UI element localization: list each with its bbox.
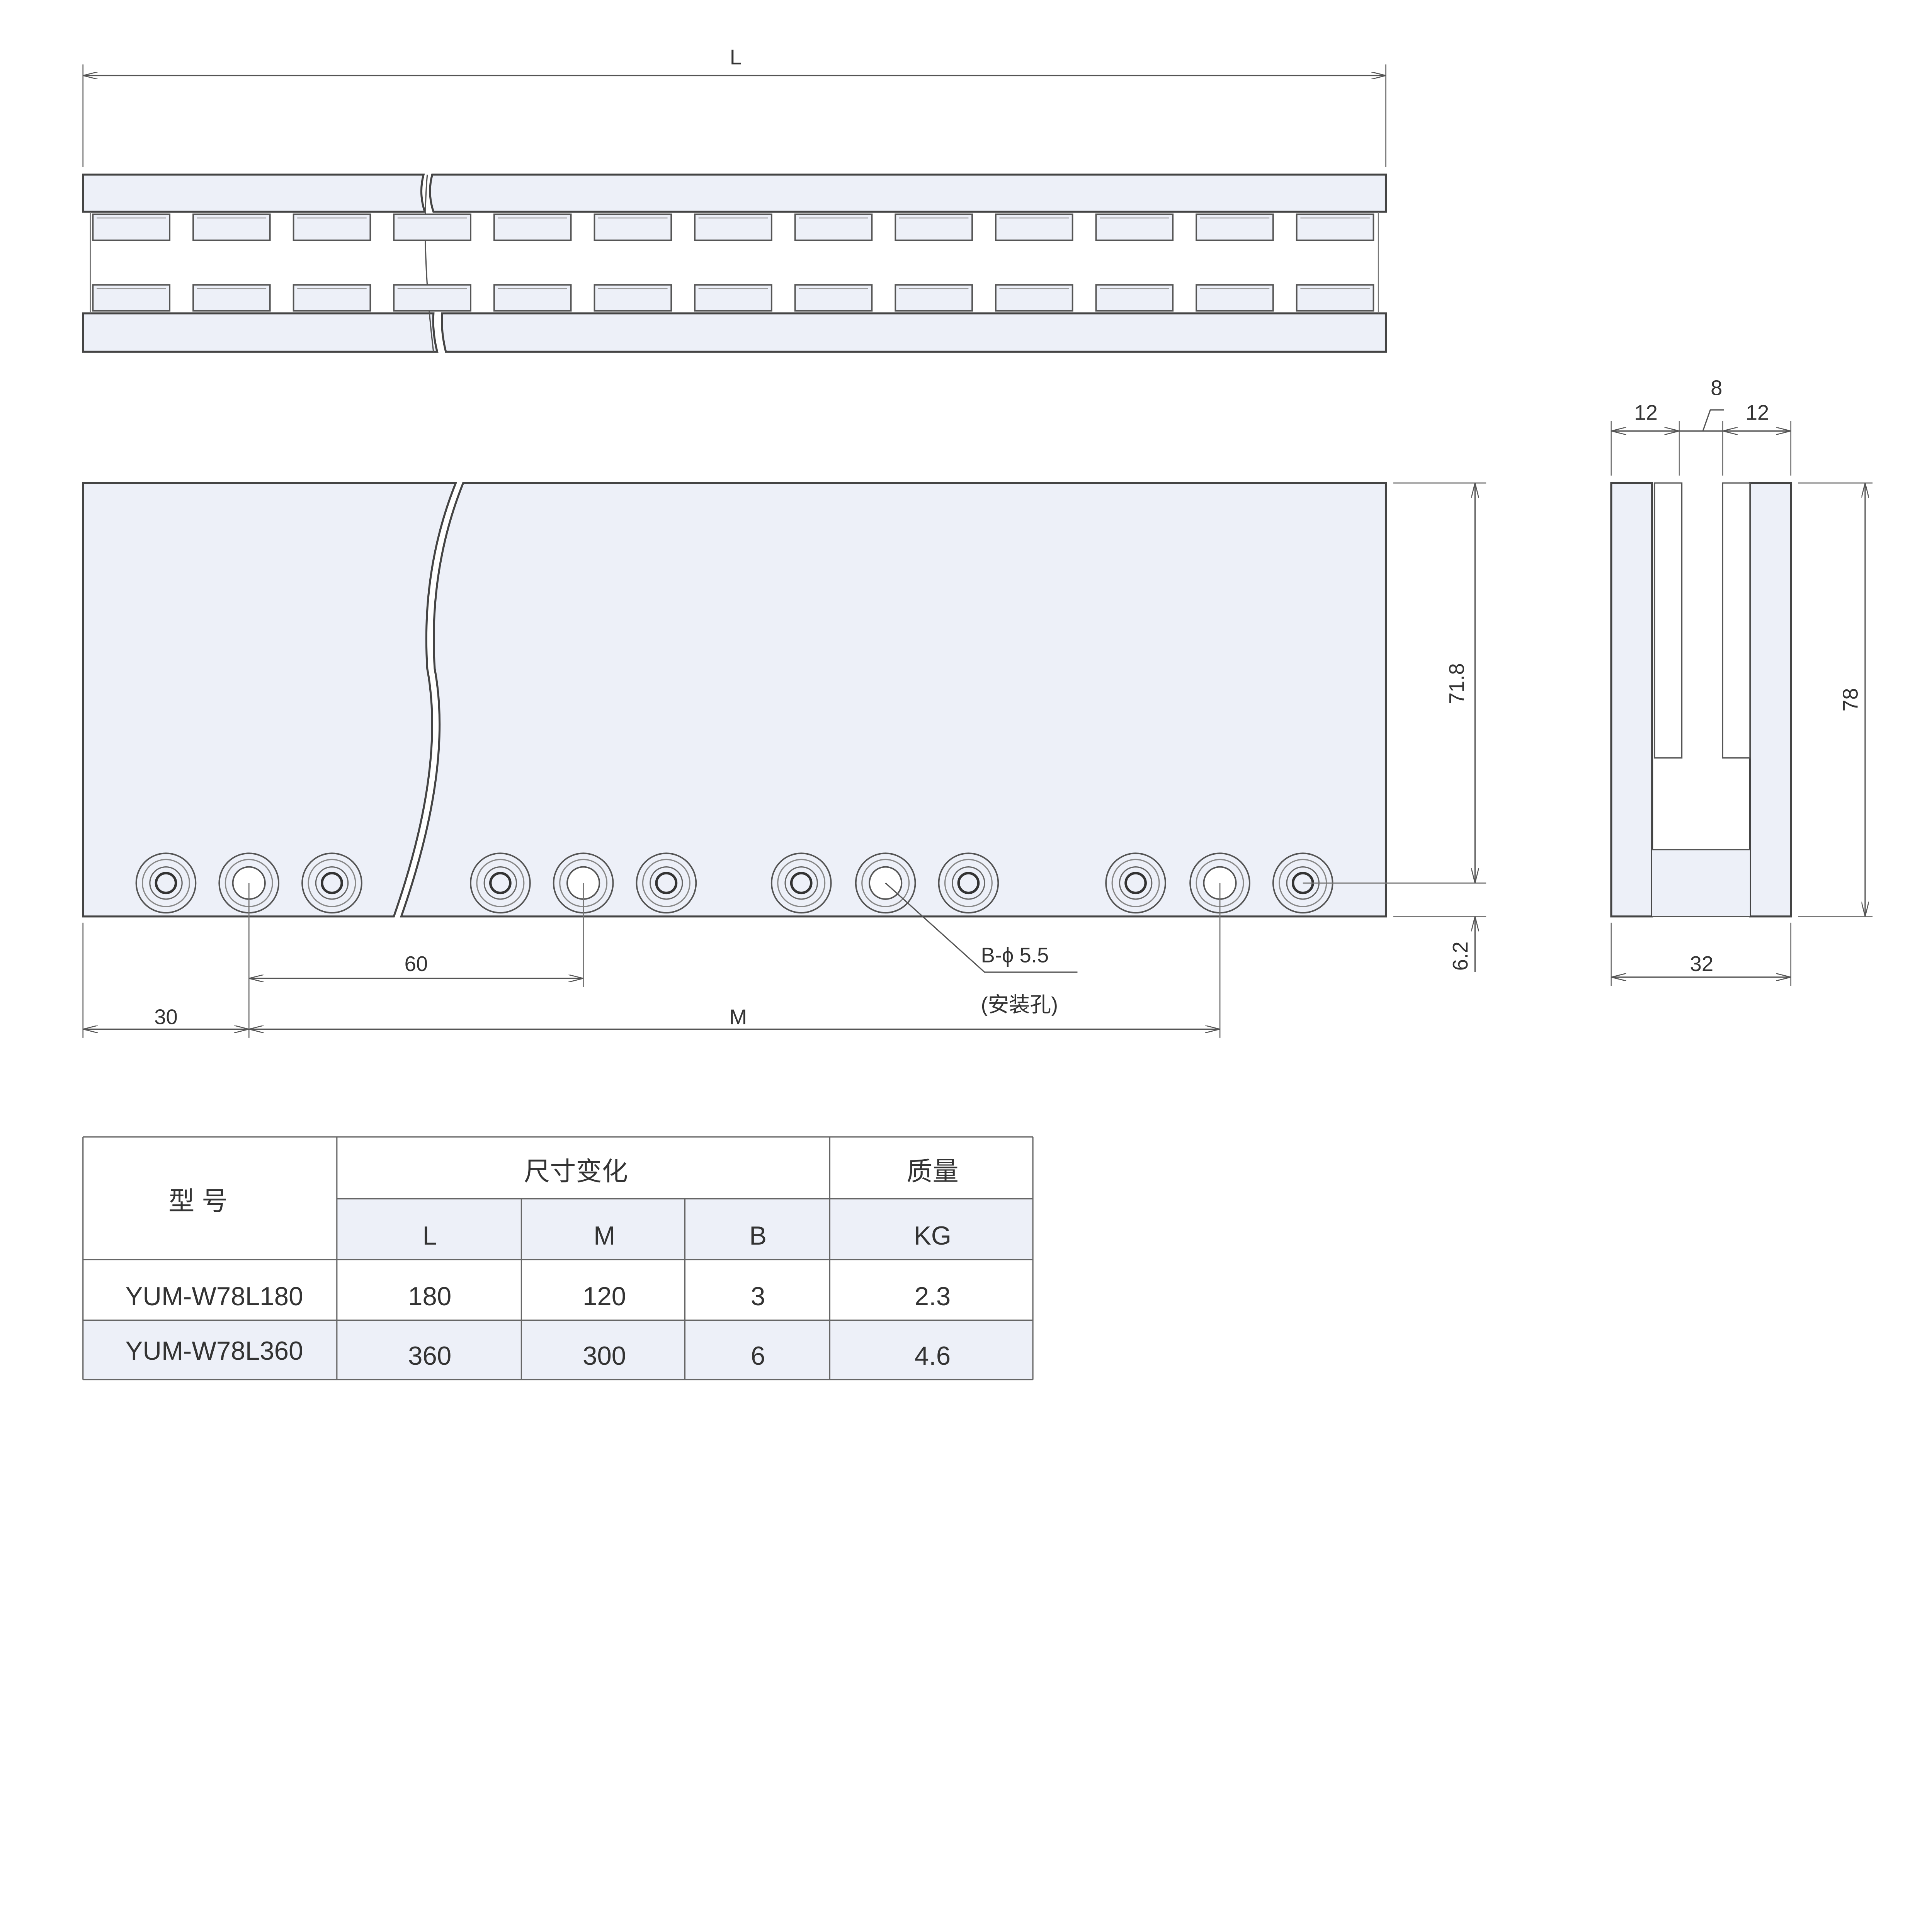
- roller-slot: [1095, 213, 1174, 241]
- roller-slot: [594, 213, 672, 241]
- dim-offset-30: 30: [154, 1005, 178, 1029]
- row-L: 180: [408, 1282, 451, 1311]
- dim-height-71-8: 71.8: [1445, 663, 1468, 704]
- roller-slot: [293, 284, 371, 312]
- roller-slot: [895, 284, 973, 312]
- roller-slot: [493, 213, 572, 241]
- dim-pitch-60: 60: [405, 952, 428, 976]
- body-left: [82, 482, 457, 918]
- roller-slot: [694, 284, 772, 312]
- roller-slot: [1196, 284, 1274, 312]
- roller-slot: [1296, 284, 1374, 312]
- roller-slot: [594, 284, 672, 312]
- spec-table: 型 号 尺寸变化 质量 L M B KG YUM-W78L180 180 120…: [82, 1136, 1034, 1381]
- subheader-L: L: [422, 1221, 437, 1250]
- technical-drawing: L 71.8 6.2 60 30 M B-ϕ 5.5 (安装孔): [82, 46, 1873, 1381]
- roller-slot: [92, 213, 171, 241]
- roller-slot: [995, 213, 1073, 241]
- roller-slot: [1296, 213, 1374, 241]
- dim-right-12: 12: [1746, 401, 1769, 425]
- roller-bearing: [1105, 852, 1166, 914]
- upper-rail-left: [82, 173, 426, 213]
- roller-slot: [895, 213, 973, 241]
- dim-bottom-6-2: 6.2: [1449, 941, 1472, 971]
- roller-slot: [393, 213, 471, 241]
- roller-bearing: [301, 852, 362, 914]
- row-M: 300: [583, 1342, 626, 1371]
- roller-slot: [1196, 213, 1274, 241]
- subheader-B: B: [749, 1221, 767, 1250]
- roller-slot: [1095, 284, 1174, 312]
- row-B: 3: [751, 1282, 765, 1311]
- dim-M-label: M: [730, 1005, 747, 1029]
- roller-slots: [92, 213, 1374, 312]
- mounting-holes: [135, 852, 1333, 914]
- roller-bearing: [938, 852, 999, 914]
- hole-note: (安装孔): [981, 993, 1058, 1017]
- top-view: L: [82, 46, 1387, 353]
- roller-slot: [92, 284, 171, 312]
- row-B: 6: [751, 1342, 765, 1371]
- dim-left-12: 12: [1634, 401, 1658, 425]
- subheader-M: M: [594, 1221, 615, 1250]
- row-L: 360: [408, 1342, 451, 1371]
- roller-slot: [192, 213, 271, 241]
- roller-slot: [393, 284, 471, 312]
- roller-slot: [794, 284, 873, 312]
- table-row: YUM-W78L360 360 300 6 4.6: [125, 1337, 951, 1371]
- lower-rail-right: [441, 312, 1387, 353]
- dim-width-32: 32: [1690, 952, 1714, 976]
- header-mass: 质量: [906, 1157, 959, 1186]
- dim-gap-8: 8: [1711, 376, 1722, 400]
- roller-slot: [995, 284, 1073, 312]
- row-model: YUM-W78L360: [125, 1337, 303, 1366]
- dim-height-78: 78: [1839, 688, 1862, 712]
- side-view: 12 8 12 78 32: [1610, 376, 1873, 986]
- dim-L-label: L: [730, 46, 742, 69]
- roller-slot: [694, 213, 772, 241]
- row-model: YUM-W78L180: [125, 1282, 303, 1311]
- row-M: 120: [583, 1282, 626, 1311]
- roller-slot: [192, 284, 271, 312]
- lower-rail-left: [82, 312, 439, 353]
- subheader-KG: KG: [914, 1221, 951, 1250]
- roller-bearing: [770, 852, 832, 914]
- front-view: 71.8 6.2 60 30 M B-ϕ 5.5 (安装孔): [82, 482, 1486, 1038]
- table-row: YUM-W78L180 180 120 3 2.3: [125, 1282, 951, 1311]
- hole-callout: B-ϕ 5.5: [981, 943, 1049, 967]
- header-dimensions: 尺寸变化: [524, 1157, 628, 1186]
- roller-bearing: [636, 852, 697, 914]
- roller-bearing: [135, 852, 197, 914]
- row-KG: 2.3: [915, 1282, 951, 1311]
- body-right: [400, 482, 1387, 918]
- row-KG: 4.6: [915, 1342, 951, 1371]
- roller-slot: [293, 213, 371, 241]
- break-line: [424, 174, 434, 352]
- header-model: 型 号: [168, 1187, 228, 1216]
- upper-rail-right: [429, 173, 1387, 213]
- roller-bearing: [470, 852, 531, 914]
- roller-slot: [493, 284, 572, 312]
- roller-slot: [794, 213, 873, 241]
